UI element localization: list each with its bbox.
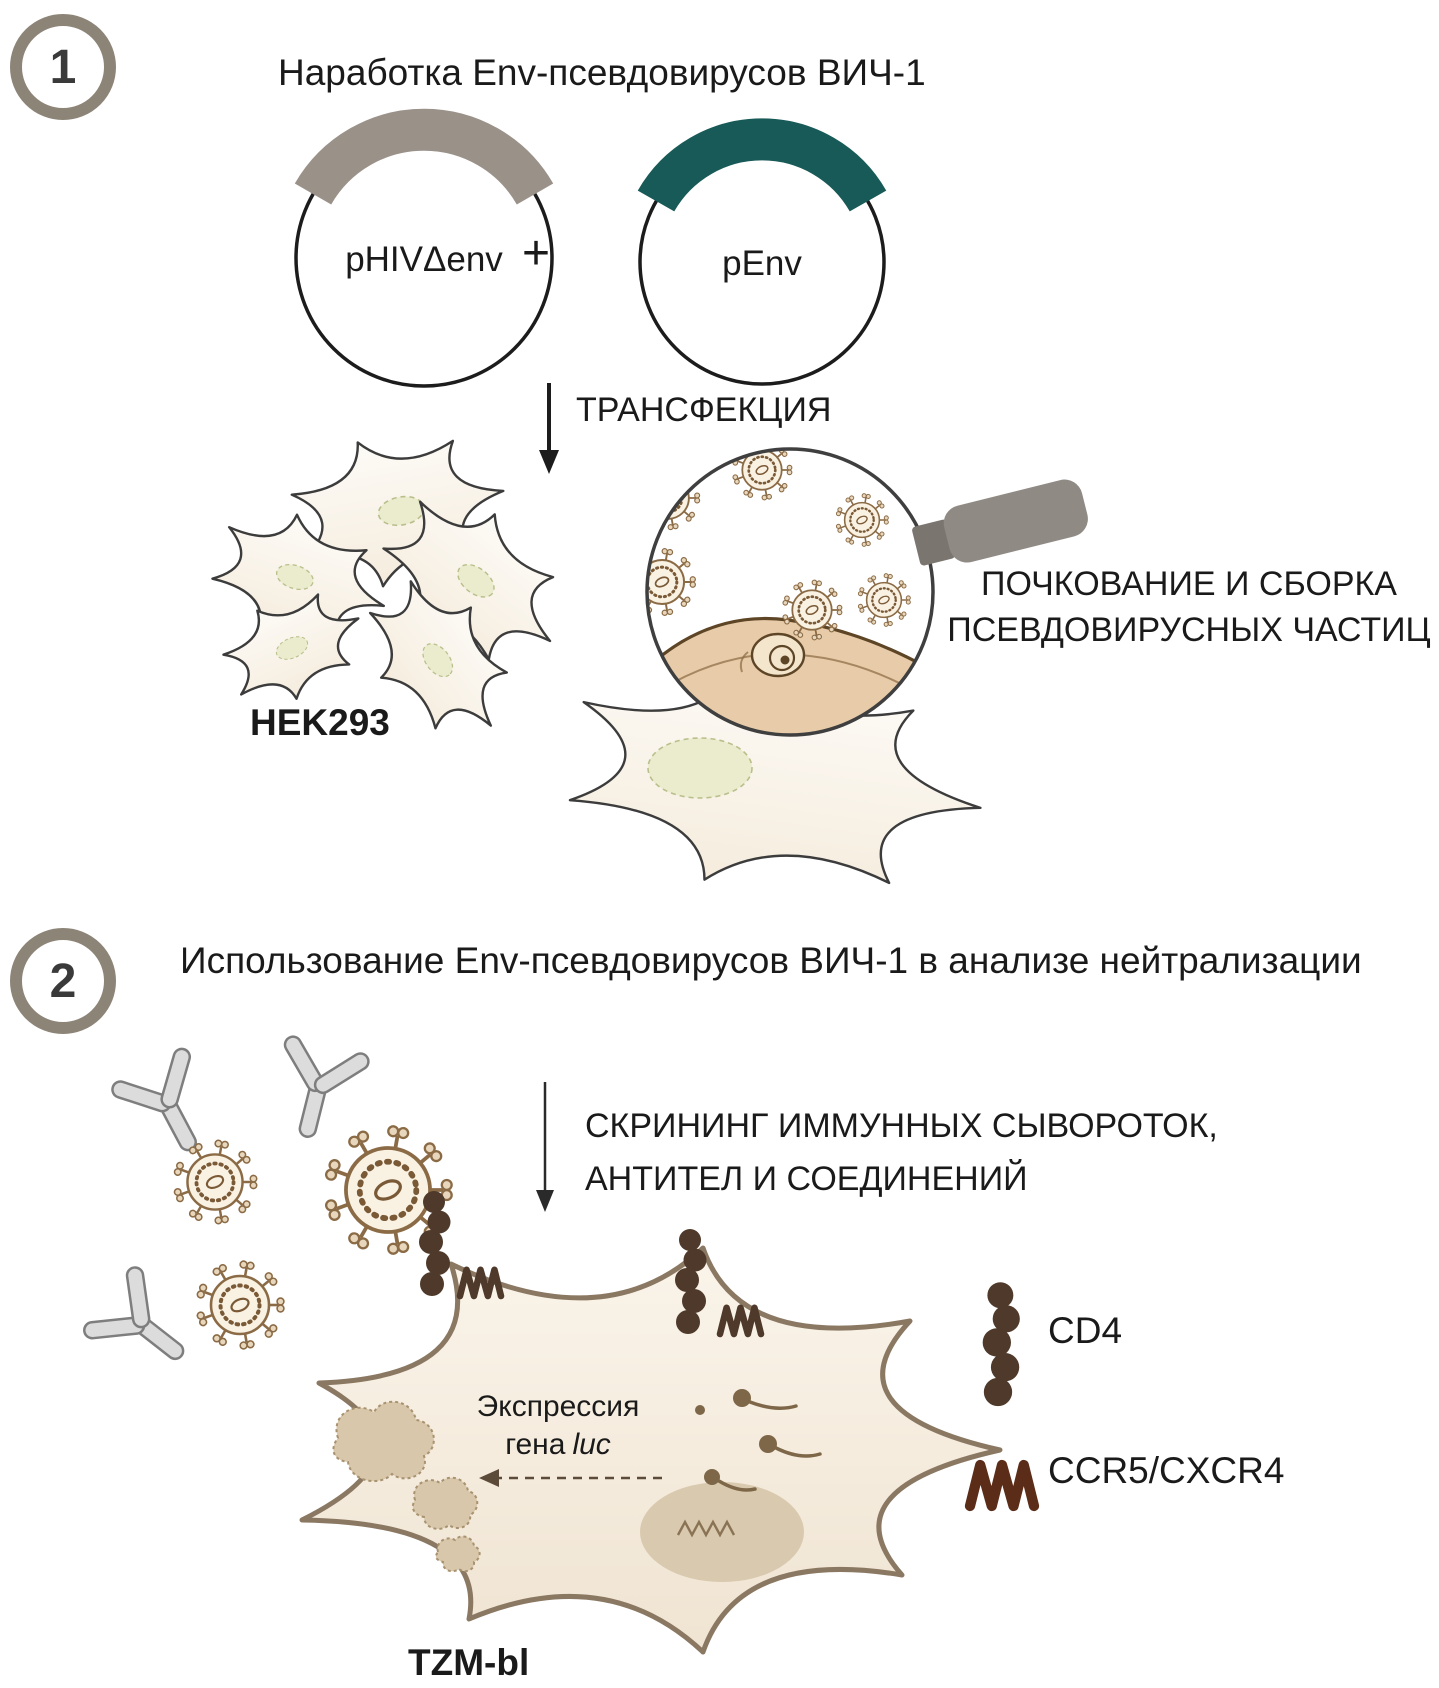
magnifier-handle xyxy=(912,479,1088,566)
step-2-badge: 2 xyxy=(10,928,116,1034)
backbone-gene-arc xyxy=(294,108,554,205)
hek-cell xyxy=(344,561,537,762)
entering-virus-cores xyxy=(695,1389,822,1492)
env-gene-arc xyxy=(637,118,887,212)
hek293-label: HEK293 xyxy=(250,702,390,743)
antibody-icon xyxy=(259,1029,376,1149)
luciferase-blobs xyxy=(332,1400,481,1573)
virus-particle xyxy=(174,1140,257,1224)
legend-cd4-label: CD4 xyxy=(1048,1310,1123,1351)
legend-coreceptor-label: CCR5/CXCR4 xyxy=(1048,1450,1285,1491)
expression-arrow xyxy=(479,1469,662,1487)
screening-caption: СКРИНИНГ ИММУННЫХ СЫВОРОТОК, АНТИТЕЛ И С… xyxy=(585,1100,1218,1205)
step-1-title: Наработка Env-псевдовирусов ВИЧ-1 xyxy=(278,52,926,93)
antibody-icon xyxy=(103,1040,234,1173)
plasmid-backbone-label: pHIVΔenv xyxy=(345,240,503,279)
pseudoviruses xyxy=(174,1126,452,1350)
step-1-badge: 1 xyxy=(10,14,116,120)
step-2-number: 2 xyxy=(49,954,77,1008)
budding-caption: ПОЧКОВАНИЕ И СБОРКА ПСЕВДОВИРУСНЫХ ЧАСТИ… xyxy=(940,562,1438,654)
plus-sign: + xyxy=(522,227,551,280)
step-1-number: 1 xyxy=(49,40,77,94)
tzm-label: TZM-bl xyxy=(408,1642,530,1683)
hek-cell xyxy=(211,573,379,720)
hek-cell xyxy=(360,472,592,694)
expression-word: гена xyxy=(505,1427,566,1461)
step-2-title: Использование Env-псевдовирусов ВИЧ-1 в … xyxy=(180,940,1362,981)
legend-cd4-icon xyxy=(982,1282,1020,1407)
producer-cell-nucleus xyxy=(647,737,753,799)
plasmid-env xyxy=(637,118,887,386)
expression-caption-line1: Экспрессия xyxy=(476,1390,640,1423)
transfection-arrow xyxy=(539,383,559,474)
legend-coreceptor-icon xyxy=(970,1465,1034,1506)
plasmid-backbone xyxy=(294,108,554,388)
luc-gene-name: luc xyxy=(572,1427,611,1461)
magnifier-content xyxy=(647,440,933,735)
virus-particle xyxy=(196,1261,284,1350)
plasmid-env-label: pEnv xyxy=(722,244,802,283)
magnifier-lens-rim xyxy=(645,447,935,737)
screening-caption-line2: АНТИТЕЛ И СОЕДИНЕНИЙ xyxy=(585,1159,1028,1198)
hek293-cells xyxy=(201,417,592,762)
antibody-icon xyxy=(75,1258,211,1394)
budding-caption-line1: ПОЧКОВАНИЕ И СБОРКА xyxy=(981,565,1397,603)
tzm-cell xyxy=(299,1191,1003,1655)
magnifier xyxy=(645,440,1088,737)
producer-cell xyxy=(562,643,996,917)
hek-cell xyxy=(201,494,404,664)
cell-membrane xyxy=(647,618,933,735)
screening-arrow xyxy=(536,1082,554,1212)
screening-caption-line1: СКРИНИНГ ИММУННЫХ СЫВОРОТОК, xyxy=(585,1107,1218,1145)
integrated-reporter-gene xyxy=(676,1519,736,1538)
transfection-label: ТРАНСФЕКЦИЯ xyxy=(576,391,832,429)
budding-caption-line2: ПСЕВДОВИРУСНЫХ ЧАСТИЦ xyxy=(947,610,1431,649)
